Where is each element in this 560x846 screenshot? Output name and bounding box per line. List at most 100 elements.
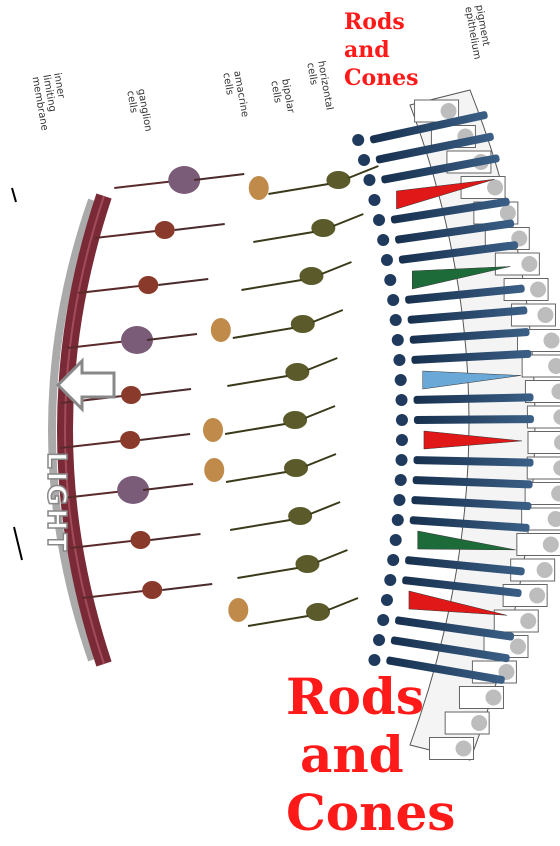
ganglion-dendrite bbox=[158, 279, 208, 285]
rod-nucleus bbox=[381, 254, 393, 266]
epithelium-nucleus bbox=[485, 690, 501, 706]
epithelium-nucleus bbox=[456, 741, 472, 757]
bipolar-fiber bbox=[310, 502, 340, 514]
bipolar-cell bbox=[295, 555, 319, 573]
bipolar-fiber bbox=[268, 184, 328, 194]
bipolar-fiber bbox=[233, 328, 293, 338]
title-rods-and-cones-top: Rods and Cones bbox=[344, 8, 419, 92]
epithelium-nucleus bbox=[471, 715, 487, 731]
title-bottom-line3: Cones bbox=[286, 784, 455, 842]
title-bottom-line2: and bbox=[286, 726, 455, 784]
bipolar-fiber bbox=[230, 520, 290, 530]
bipolar-fiber bbox=[306, 454, 336, 466]
rod-nucleus bbox=[373, 634, 385, 646]
cone-nucleus bbox=[368, 194, 380, 206]
epithelium-nucleus bbox=[521, 256, 537, 272]
rod-nucleus bbox=[396, 394, 408, 406]
cone-nucleus bbox=[396, 434, 408, 446]
bipolar-fiber bbox=[307, 358, 337, 370]
ganglion-dendrite bbox=[194, 174, 244, 180]
epithelium-nucleus bbox=[441, 103, 457, 119]
ganglion-cell bbox=[120, 431, 140, 449]
ganglion-cell bbox=[121, 386, 141, 404]
bipolar-fiber bbox=[313, 310, 343, 322]
ganglion-dendrite bbox=[147, 334, 197, 340]
bipolar-fiber bbox=[321, 262, 351, 274]
rod-nucleus bbox=[387, 294, 399, 306]
rod-nucleus bbox=[373, 214, 385, 226]
amacrine-cell bbox=[211, 318, 231, 342]
rod-nucleus bbox=[390, 314, 402, 326]
title-top-line3: Cones bbox=[344, 64, 419, 92]
rod-nucleus bbox=[352, 134, 364, 146]
epithelium-nucleus bbox=[500, 205, 516, 221]
rod-nucleus bbox=[377, 234, 389, 246]
bipolar-fiber bbox=[225, 424, 285, 434]
bipolar-fiber bbox=[328, 598, 358, 610]
bipolar-cell bbox=[288, 507, 312, 525]
cone-nucleus bbox=[384, 274, 396, 286]
amacrine-cell bbox=[249, 176, 269, 200]
bipolar-fiber bbox=[241, 280, 301, 290]
bipolar-fiber bbox=[227, 376, 287, 386]
epithelium-nucleus bbox=[520, 613, 536, 629]
title-top-line2: and bbox=[344, 36, 419, 64]
rod-nucleus bbox=[363, 174, 375, 186]
rod-nucleus bbox=[392, 514, 404, 526]
bipolar-fiber bbox=[305, 406, 335, 418]
bipolar-cell bbox=[285, 363, 309, 381]
ganglion-dendrite bbox=[151, 534, 201, 540]
cone-nucleus bbox=[395, 374, 407, 386]
cone-nucleus bbox=[381, 594, 393, 606]
rod-nucleus bbox=[392, 334, 404, 346]
ganglion-dendrite bbox=[140, 434, 190, 440]
bipolar-fiber bbox=[226, 472, 286, 482]
ganglion-cell-layer bbox=[117, 166, 244, 599]
bipolar-cell bbox=[283, 411, 307, 429]
bipolar-cell-layer bbox=[225, 166, 378, 626]
title-top-line1: Rods bbox=[344, 8, 419, 36]
amacrine-cell bbox=[228, 598, 248, 622]
rod-nucleus bbox=[393, 354, 405, 366]
bipolar-fiber bbox=[317, 550, 347, 562]
rod-cell bbox=[414, 415, 534, 424]
title-bottom-line1: Rods bbox=[286, 668, 455, 726]
epithelium-nucleus bbox=[537, 562, 553, 578]
ganglion-cell bbox=[155, 221, 175, 239]
bipolar-fiber bbox=[237, 568, 297, 578]
bipolar-fiber bbox=[333, 214, 363, 226]
light-label: LIGHT bbox=[41, 452, 71, 554]
bipolar-fiber bbox=[253, 232, 313, 242]
rod-nucleus bbox=[384, 574, 396, 586]
ganglion-cell bbox=[131, 531, 151, 549]
rod-nucleus bbox=[396, 414, 408, 426]
ganglion-dendrite bbox=[141, 389, 191, 395]
amacrine-cell-layer bbox=[203, 176, 269, 622]
epithelium-nucleus bbox=[543, 333, 559, 349]
rod-nucleus bbox=[368, 654, 380, 666]
rod-nucleus bbox=[395, 474, 407, 486]
epithelium-nucleus bbox=[487, 180, 503, 196]
bipolar-cell bbox=[299, 267, 323, 285]
bipolar-cell bbox=[326, 171, 350, 189]
ganglion-dendrite bbox=[175, 224, 225, 230]
edge-mark-top bbox=[12, 188, 16, 202]
ganglion-cell bbox=[138, 276, 158, 294]
axon-fiber bbox=[95, 230, 165, 238]
epithelium-nucleus bbox=[530, 282, 546, 298]
axon-fiber bbox=[82, 590, 152, 598]
rod-nucleus bbox=[387, 554, 399, 566]
ganglion-dendrite bbox=[143, 484, 193, 490]
amacrine-cell bbox=[203, 418, 223, 442]
title-rods-and-cones-bottom: Rods and Cones bbox=[286, 668, 455, 842]
rod-nucleus bbox=[377, 614, 389, 626]
bipolar-cell bbox=[311, 219, 335, 237]
rod-nucleus bbox=[358, 154, 370, 166]
bipolar-cell bbox=[306, 603, 330, 621]
axon-fiber bbox=[78, 285, 148, 293]
rod-nucleus bbox=[393, 494, 405, 506]
ganglion-dendrite bbox=[162, 584, 212, 590]
ganglion-cell bbox=[142, 581, 162, 599]
